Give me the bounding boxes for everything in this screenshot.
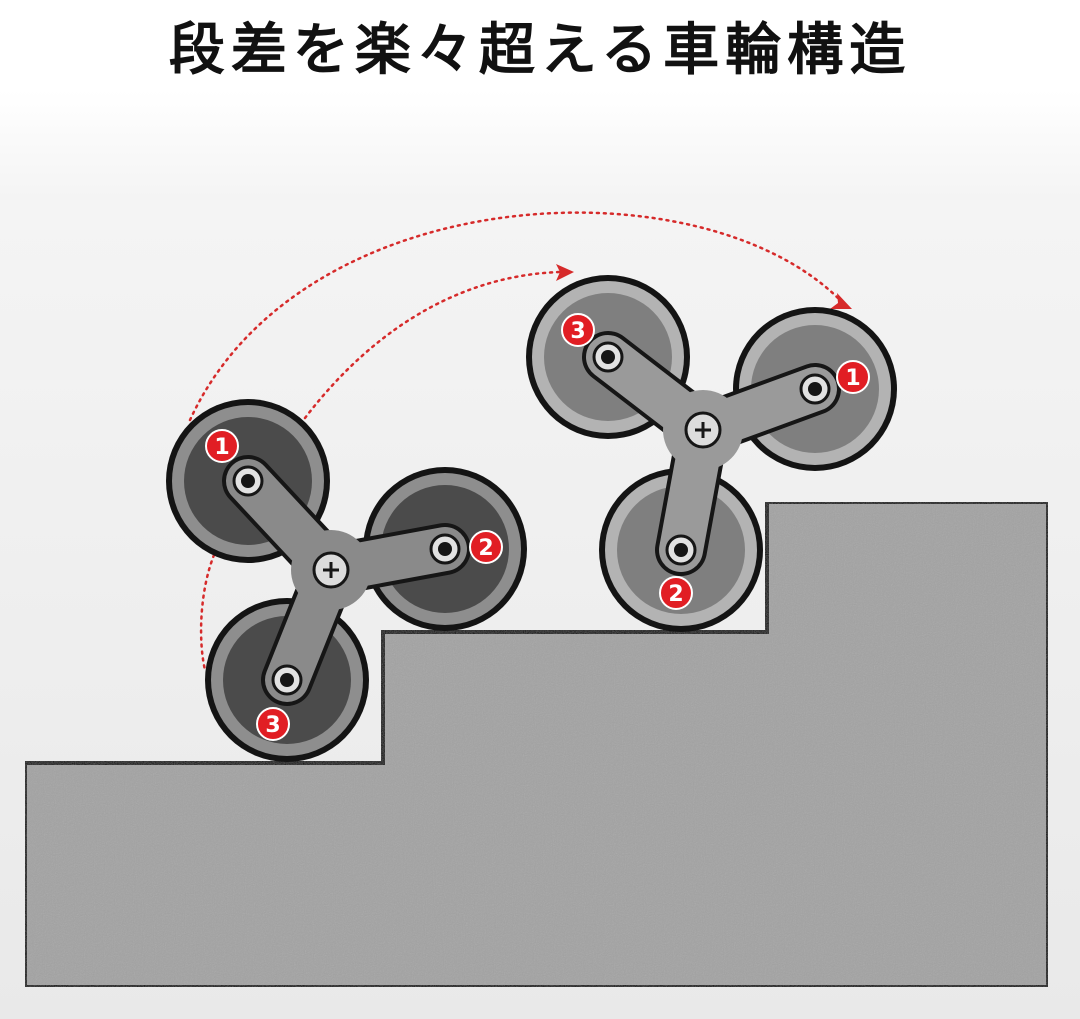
axle-hole-icon (665, 534, 697, 566)
wheel-number-badge: 1 (205, 429, 239, 463)
page-title: 段差を楽々超える車輪構造 (168, 16, 912, 83)
axle-hole-icon (232, 465, 264, 497)
svg-text:3: 3 (570, 319, 585, 344)
tri-arm-right (582, 331, 841, 576)
plus-screw-icon (312, 551, 350, 589)
motion-path-arrows (188, 211, 842, 672)
plus-screw-icon (684, 411, 722, 449)
svg-text:1: 1 (214, 435, 229, 460)
outer-dotted-arc (188, 211, 842, 422)
wheel-number-badge: 3 (256, 707, 290, 741)
svg-text:2: 2 (478, 536, 493, 561)
wheel-number-badge: 2 (469, 530, 503, 564)
wheel-number-badge: 3 (561, 313, 595, 347)
svg-text:1: 1 (845, 366, 860, 391)
axle-hole-icon (271, 664, 303, 696)
svg-text:2: 2 (668, 582, 683, 607)
wheel-cluster-left: 1 2 3 (166, 399, 527, 762)
wheel-cluster-right: 3 1 2 (526, 275, 897, 632)
left-dotted-arc (199, 553, 216, 672)
inner-dotted-arc (303, 270, 562, 420)
svg-text:3: 3 (265, 713, 280, 738)
arrow-head-icon (556, 264, 574, 281)
arrow-head-icon (830, 293, 852, 309)
axle-hole-icon (429, 533, 461, 565)
wheel-number-badge: 1 (836, 360, 870, 394)
axle-hole-icon (799, 373, 831, 405)
wheel-number-badge: 2 (659, 576, 693, 610)
stairs (23, 500, 1050, 989)
axle-hole-icon (592, 341, 624, 373)
